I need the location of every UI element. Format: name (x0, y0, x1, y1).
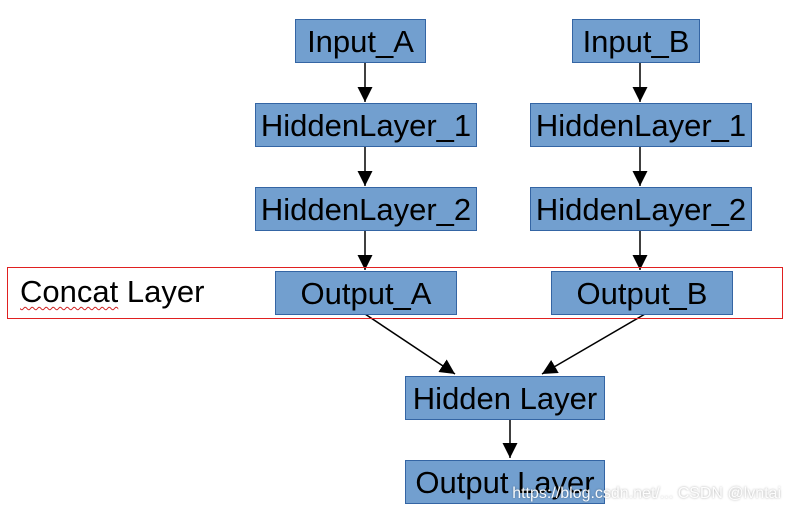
concat-layer-label: Concat Layer (20, 274, 204, 310)
node-input-a[interactable]: Input_A (295, 19, 426, 63)
edge-output-b-to-hidden-layer (541, 313, 646, 375)
csdn-watermark: https://blog.csdn.net/... CSDN @lvntai (512, 485, 781, 502)
concat-layer-box (7, 267, 783, 319)
edge-output-a-to-hidden-layer (364, 313, 456, 375)
node-hidden-b1[interactable]: HiddenLayer_1 (530, 103, 752, 147)
node-hidden-a1[interactable]: HiddenLayer_1 (255, 103, 477, 147)
node-input-b[interactable]: Input_B (572, 19, 700, 63)
node-output-layer[interactable]: Output Layer (405, 460, 605, 504)
node-hidden-layer[interactable]: Hidden Layer (405, 376, 605, 420)
node-hidden-b2[interactable]: HiddenLayer_2 (530, 187, 752, 231)
node-hidden-a2[interactable]: HiddenLayer_2 (255, 187, 477, 231)
node-output-a[interactable]: Output_A (275, 271, 457, 315)
node-output-b[interactable]: Output_B (551, 271, 733, 315)
concat-rest: Layer (118, 274, 205, 309)
concat-word: Concat (20, 274, 119, 309)
